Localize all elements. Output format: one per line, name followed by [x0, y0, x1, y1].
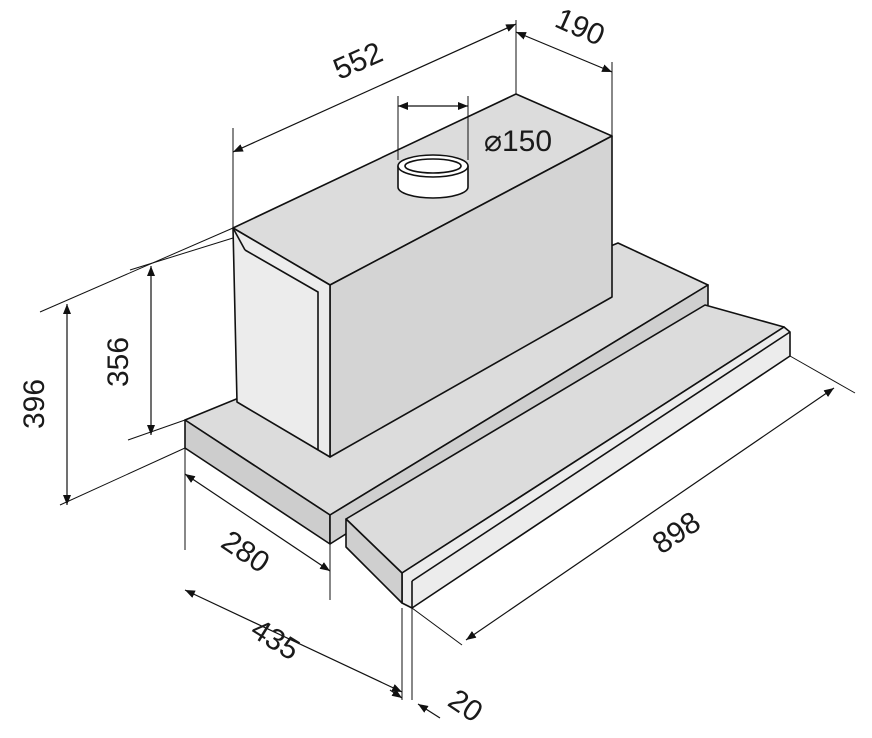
motor-box-bevel-corner — [232, 227, 246, 251]
dim-line-280 — [184, 473, 331, 572]
dim-label-396: 396 — [18, 379, 51, 429]
dim-label-150: ⌀150 — [484, 125, 552, 158]
visor-left-face — [345, 518, 403, 604]
dim-label-356: 356 — [102, 337, 135, 387]
duct-collar — [397, 154, 469, 199]
dimension-lines — [63, 23, 835, 719]
dim-line-190 — [515, 31, 613, 73]
dim-label-20: 20 — [442, 683, 488, 729]
dim-line-20 — [417, 703, 441, 719]
dim-label-552: 552 — [329, 36, 388, 87]
dim-line-552 — [232, 23, 517, 153]
dim-line-435 — [184, 589, 403, 693]
dim-label-280: 280 — [215, 524, 275, 579]
dim-label-190: 190 — [550, 2, 609, 53]
dim-line-898 — [465, 387, 835, 641]
dim-label-898: 898 — [647, 505, 707, 560]
dim-label-435: 435 — [245, 613, 305, 668]
duct-collar-inner-ellipse — [404, 158, 462, 174]
motor-box-bevel — [244, 249, 319, 450]
